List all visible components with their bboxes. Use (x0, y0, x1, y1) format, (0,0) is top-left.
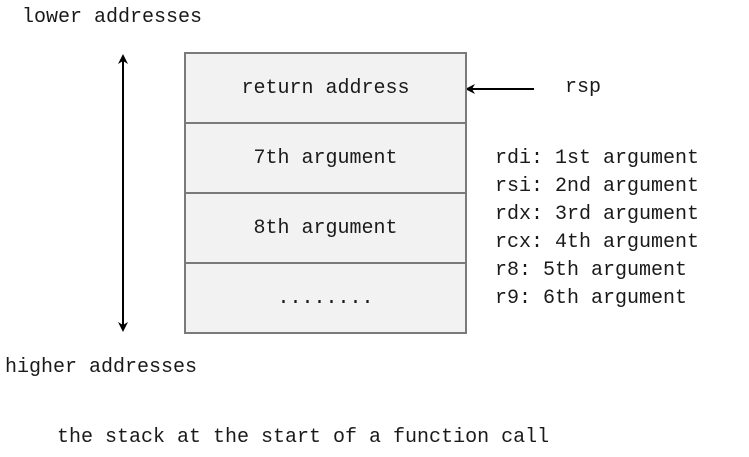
lower-addresses-label: lower addresses (22, 6, 203, 29)
stack-frame: return address 7th argument 8th argument… (184, 52, 467, 334)
diagram-caption: the stack at the start of a function cal… (57, 426, 550, 449)
register-rdi: rdi: 1st argument (495, 147, 700, 170)
register-list: rdi: 1st argument rsi: 2nd argument rdx:… (495, 145, 699, 313)
register-rcx: rcx: 4th argument (495, 231, 700, 254)
stack-cell-return-address: return address (186, 54, 465, 124)
higher-addresses-label: higher addresses (5, 356, 198, 379)
stack-cell-7th-argument: 7th argument (186, 124, 465, 194)
rsp-label: rsp (565, 76, 602, 99)
register-r8: r8: 5th argument (495, 259, 688, 282)
register-r9: r9: 6th argument (495, 287, 688, 310)
stack-cell-ellipsis: ........ (186, 264, 465, 334)
register-rdx: rdx: 3rd argument (495, 203, 700, 226)
stack-cell-8th-argument: 8th argument (186, 194, 465, 264)
register-rsi: rsi: 2nd argument (495, 175, 700, 198)
